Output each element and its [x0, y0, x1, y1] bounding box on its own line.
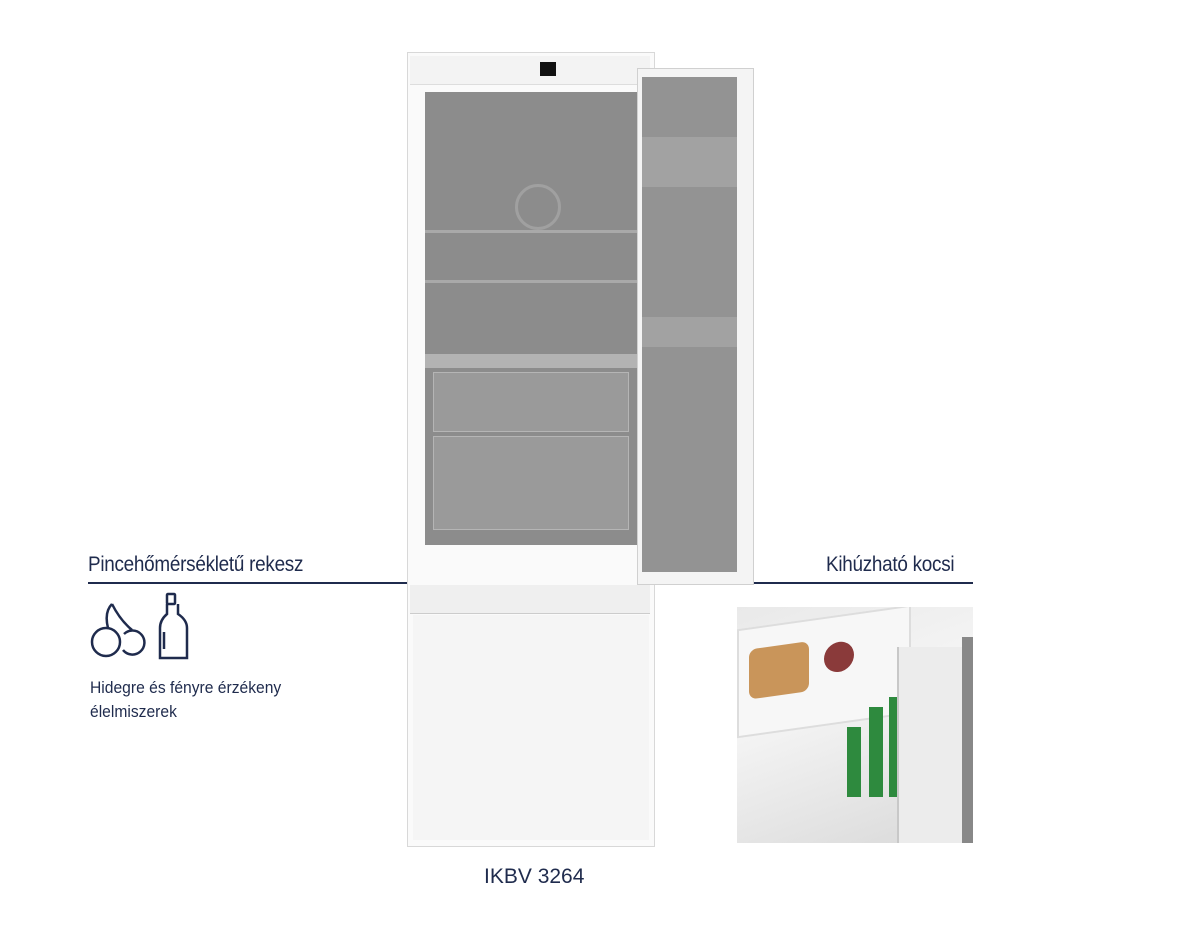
hinge-strip	[410, 585, 650, 614]
door-bin	[642, 137, 737, 187]
pull-out-drawer-photo	[737, 607, 973, 843]
door-inner	[642, 77, 737, 572]
right-feature-rule	[690, 582, 973, 584]
cherries-icon	[90, 603, 146, 658]
control-panel	[410, 56, 650, 85]
fridge-image	[405, 50, 755, 850]
fridge-cavity	[425, 92, 637, 545]
lower-compartment-door	[413, 615, 649, 840]
left-feature-title: Pincehőmérsékletű rekesz	[88, 553, 304, 576]
model-name: IKBV 3264	[484, 865, 585, 888]
cabinet-edge	[962, 637, 973, 843]
bottle	[869, 707, 883, 797]
feature-icons	[90, 592, 189, 660]
shelf	[425, 280, 637, 283]
crisper-drawer	[433, 436, 629, 530]
shelf	[425, 230, 637, 233]
bread	[749, 641, 809, 700]
left-feature-description: Hidegre és fényre érzékeny élelmiszerek	[90, 676, 281, 724]
drawer-cover	[425, 354, 637, 368]
onion	[824, 639, 854, 674]
door-bin	[642, 317, 737, 347]
description-line-2: élelmiszerek	[90, 702, 177, 721]
bottle	[847, 727, 861, 797]
drawer-front	[897, 647, 973, 843]
description-line-1: Hidegre és fényre érzékeny	[90, 678, 282, 697]
left-feature-rule	[88, 582, 408, 584]
open-door	[637, 68, 754, 585]
crisper-drawer	[433, 372, 629, 432]
fan-cover	[515, 184, 561, 230]
right-feature-title: Kihúzható kocsi	[826, 553, 955, 576]
bottle-icon	[158, 592, 189, 660]
display	[540, 62, 556, 76]
